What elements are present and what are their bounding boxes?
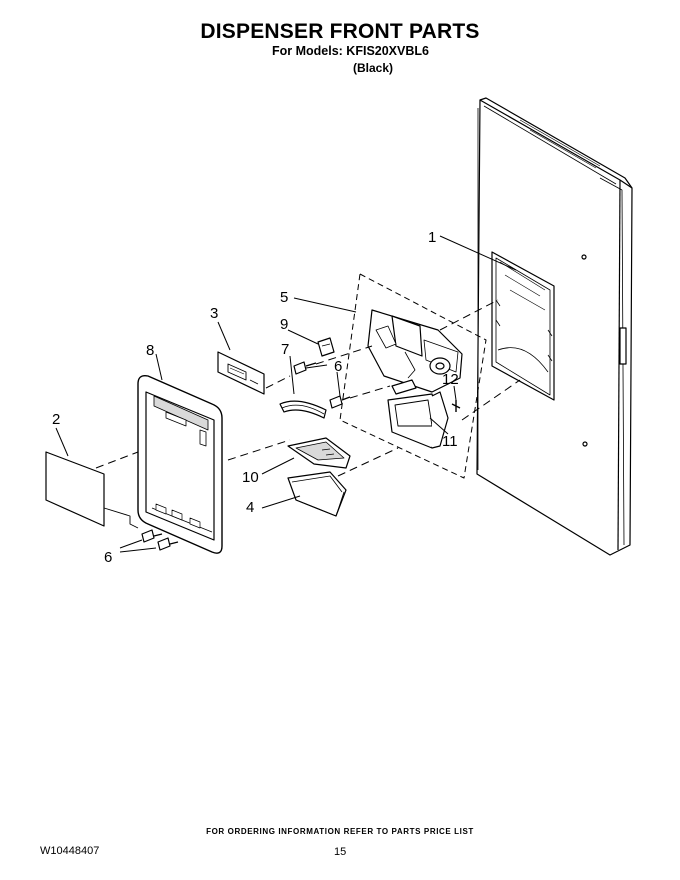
callout-12: 12 [442,371,459,388]
callout-8: 8 [146,342,154,359]
drip-grille [287,437,351,469]
assembly-lines [95,299,521,477]
callout-2: 2 [52,411,60,428]
screw-part-12 [451,400,461,412]
dispenser-paddle [387,391,449,449]
model-number: For Models: KFIS20XVBL6 [272,44,429,58]
drip-tray [287,471,347,517]
ordering-note: FOR ORDERING INFORMATION REFER TO PARTS … [206,827,474,836]
dispenser-motor-assembly [367,309,463,395]
screw-part-6-upper [293,361,317,375]
callout-7: 7 [281,341,289,358]
page-number: 15 [334,846,347,858]
callout-3: 3 [210,305,218,322]
document-number: W10448407 [40,845,100,857]
dispenser-overlay-label [45,451,139,529]
leader-lines [55,235,517,553]
screw-part-6-mid [329,395,351,409]
switch-part-9 [317,337,335,357]
callout-6-upper: 6 [334,358,342,375]
callout-1: 1 [428,229,436,246]
dispenser-housing-outline [339,273,487,479]
light-lens [279,400,327,419]
callout-9: 9 [280,316,288,333]
dispenser-trim-frame [137,374,223,554]
screw-part-6-lower [141,529,179,551]
callout-4: 4 [246,499,254,516]
control-board [217,351,265,395]
callout-6-lower: 6 [104,549,112,566]
page-title: DISPENSER FRONT PARTS [200,20,480,43]
callout-10: 10 [242,469,259,486]
callout-11: 11 [442,433,458,450]
model-color: (Black) [353,61,394,75]
callout-5: 5 [280,289,288,306]
freezer-door [476,97,633,556]
